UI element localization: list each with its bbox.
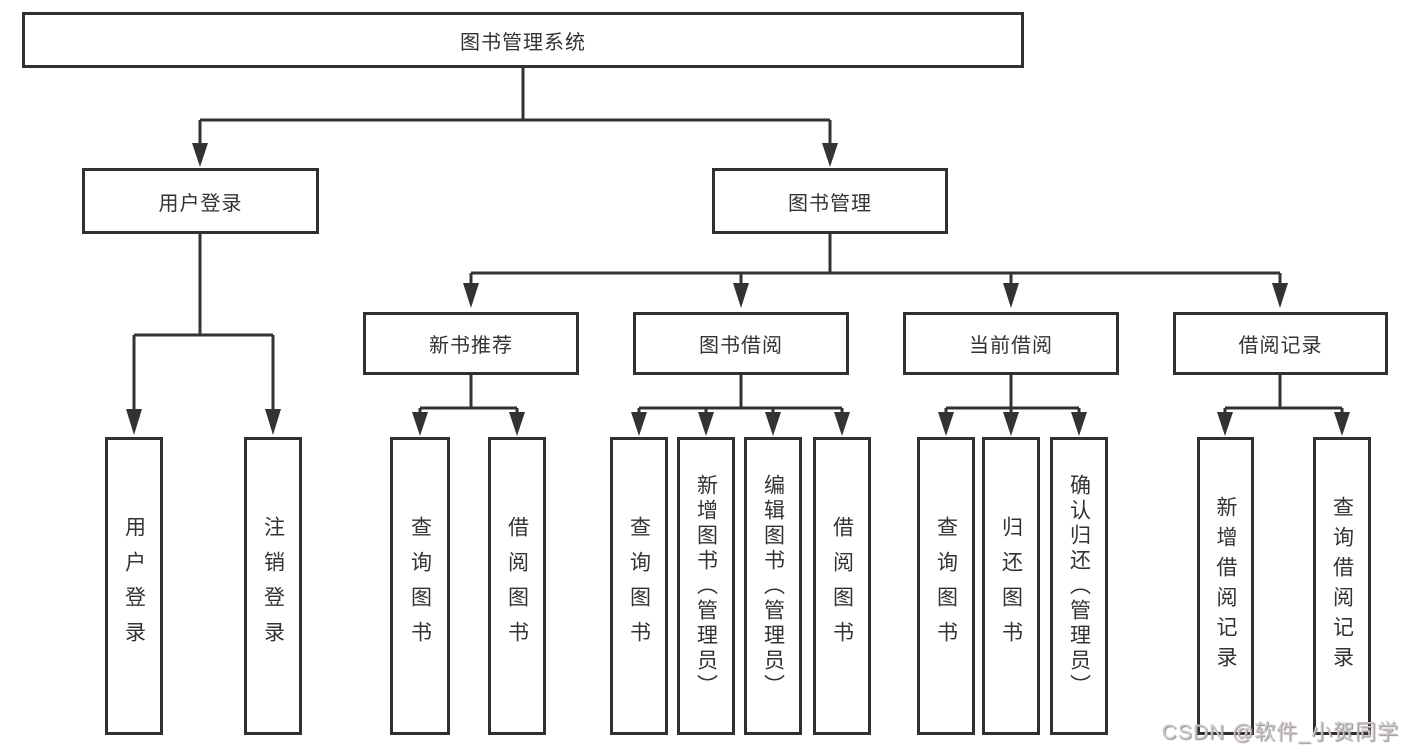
node-label: 借阅图书 <box>830 516 854 656</box>
node-book-borrowing: 图书借阅 <box>633 312 849 375</box>
node-label: 查询图书 <box>627 516 651 656</box>
node-label: 编辑图书（管理员） <box>761 473 785 699</box>
node-label: 归还图书 <box>999 516 1023 656</box>
node-user-login: 用户登录 <box>82 168 319 234</box>
arrow-down-icon <box>698 412 714 436</box>
arrow-down-icon <box>1217 412 1233 436</box>
node-label: 新书推荐 <box>429 335 513 357</box>
leaf-query-books: 查询图书 <box>390 437 450 735</box>
arrow-down-icon <box>509 412 525 436</box>
arrow-down-icon <box>765 412 781 436</box>
arrow-down-icon <box>1071 412 1087 436</box>
arrow-down-icon <box>265 409 281 435</box>
leaf-borrow-books: 借阅图书 <box>488 437 546 735</box>
leaf-logout: 注销登录 <box>244 437 302 735</box>
node-label: 图书管理 <box>788 192 872 215</box>
arrow-down-icon <box>412 412 428 436</box>
node-label: 用户登录 <box>122 516 146 656</box>
arrow-down-icon <box>1272 283 1288 308</box>
node-library-system: 图书管理系统 <box>22 12 1024 68</box>
leaf-edit-books-admin: 编辑图书（管理员） <box>744 437 802 735</box>
arrow-down-icon <box>1003 412 1019 436</box>
leaf-add-borrow-record: 新增借阅记录 <box>1197 437 1254 735</box>
csdn-watermark: CSDN @软件_小贺同学 <box>1161 721 1399 744</box>
arrow-down-icon <box>631 412 647 436</box>
node-new-book-recommend: 新书推荐 <box>363 312 579 375</box>
leaf-query-books: 查询图书 <box>917 437 975 735</box>
leaf-user-login: 用户登录 <box>105 437 163 735</box>
node-label: 用户登录 <box>158 192 243 215</box>
node-label: 借阅图书 <box>505 516 529 656</box>
arrowheads <box>126 143 1350 436</box>
node-label: 新增借阅记录 <box>1214 496 1237 676</box>
node-borrow-records: 借阅记录 <box>1173 312 1388 375</box>
arrow-down-icon <box>1334 412 1350 436</box>
node-label: 确认归还（管理员） <box>1067 473 1091 699</box>
arrow-down-icon <box>126 409 142 435</box>
node-label: 图书管理系统 <box>460 31 586 54</box>
arrow-down-icon <box>938 412 954 436</box>
leaf-add-books-admin: 新增图书（管理员） <box>677 437 735 735</box>
node-label: 查询图书 <box>934 516 958 656</box>
leaf-return-books: 归还图书 <box>982 437 1040 735</box>
node-label: 查询借阅记录 <box>1330 496 1354 676</box>
arrow-down-icon <box>463 283 479 308</box>
node-label: 注销登录 <box>261 516 285 656</box>
leaf-confirm-return-admin: 确认归还（管理员） <box>1050 437 1108 735</box>
node-label: 借阅记录 <box>1238 335 1323 357</box>
leaf-query-borrow-record: 查询借阅记录 <box>1313 437 1371 735</box>
arrow-down-icon <box>192 143 208 167</box>
node-current-borrowing: 当前借阅 <box>903 312 1119 375</box>
node-label: 查询图书 <box>408 516 432 656</box>
connector-paths <box>132 68 1344 414</box>
arrow-down-icon <box>1003 283 1019 308</box>
leaf-borrow-books: 借阅图书 <box>813 437 871 735</box>
node-label: 当前借阅 <box>969 335 1053 357</box>
node-book-management: 图书管理 <box>712 168 948 234</box>
node-label: 图书借阅 <box>699 335 783 357</box>
node-label: 新增图书（管理员） <box>694 473 718 699</box>
arrow-down-icon <box>822 143 838 167</box>
arrow-down-icon <box>834 412 850 436</box>
leaf-query-books: 查询图书 <box>610 437 668 735</box>
arrow-down-icon <box>733 283 749 308</box>
